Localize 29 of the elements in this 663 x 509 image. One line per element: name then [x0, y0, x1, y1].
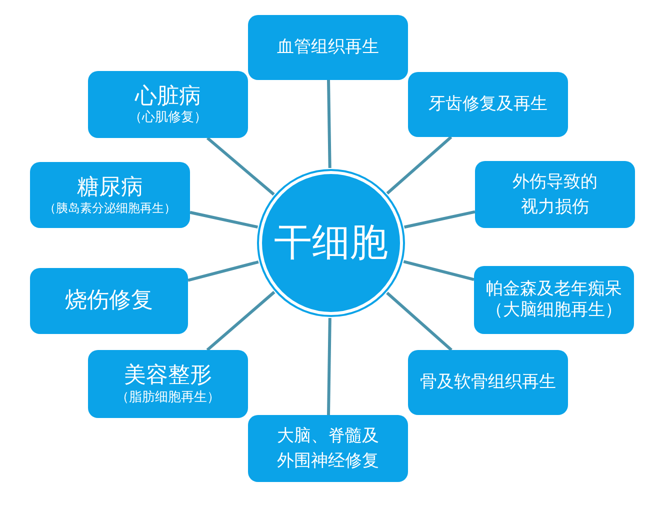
connector-line	[206, 136, 275, 196]
box-heading: 美容整形	[124, 362, 212, 390]
connector-line	[190, 210, 258, 229]
connector-line	[386, 136, 452, 194]
topic-box: 大脑、脊髓及外围神经修复	[248, 415, 408, 482]
box-subtitle: （大脑细胞再生）	[486, 300, 622, 322]
box-heading: 帕金森及老年痴呆	[486, 278, 622, 300]
topic-box: 血管组织再生	[248, 15, 408, 80]
connector-line	[403, 260, 474, 281]
topic-box	[30, 162, 190, 228]
topic-box: 牙齿修复及再生	[408, 72, 568, 137]
box-heading: 糖尿病	[77, 174, 143, 202]
topic-box: 烧伤修复	[30, 268, 188, 334]
connector-line	[386, 292, 452, 352]
topic-box: 骨及软骨组织再生	[408, 350, 568, 415]
center-circle: 干细胞	[259, 171, 403, 315]
box-subtitle: （脂肪细胞再生）	[116, 390, 220, 406]
topic-box	[88, 350, 248, 418]
box-heading: 心脏病	[135, 82, 201, 110]
box-subtitle: （胰岛素分泌细胞再生）	[44, 201, 176, 216]
topic-box	[474, 266, 634, 334]
connector-line	[404, 210, 476, 229]
topic-box	[88, 71, 248, 138]
connector-line	[327, 80, 332, 168]
connector-line	[327, 318, 332, 416]
connector-line	[188, 260, 259, 282]
box-subtitle: （心肌修复）	[129, 110, 207, 126]
topic-box: 外伤导致的视力损伤	[475, 161, 635, 228]
connector-line	[206, 290, 276, 352]
